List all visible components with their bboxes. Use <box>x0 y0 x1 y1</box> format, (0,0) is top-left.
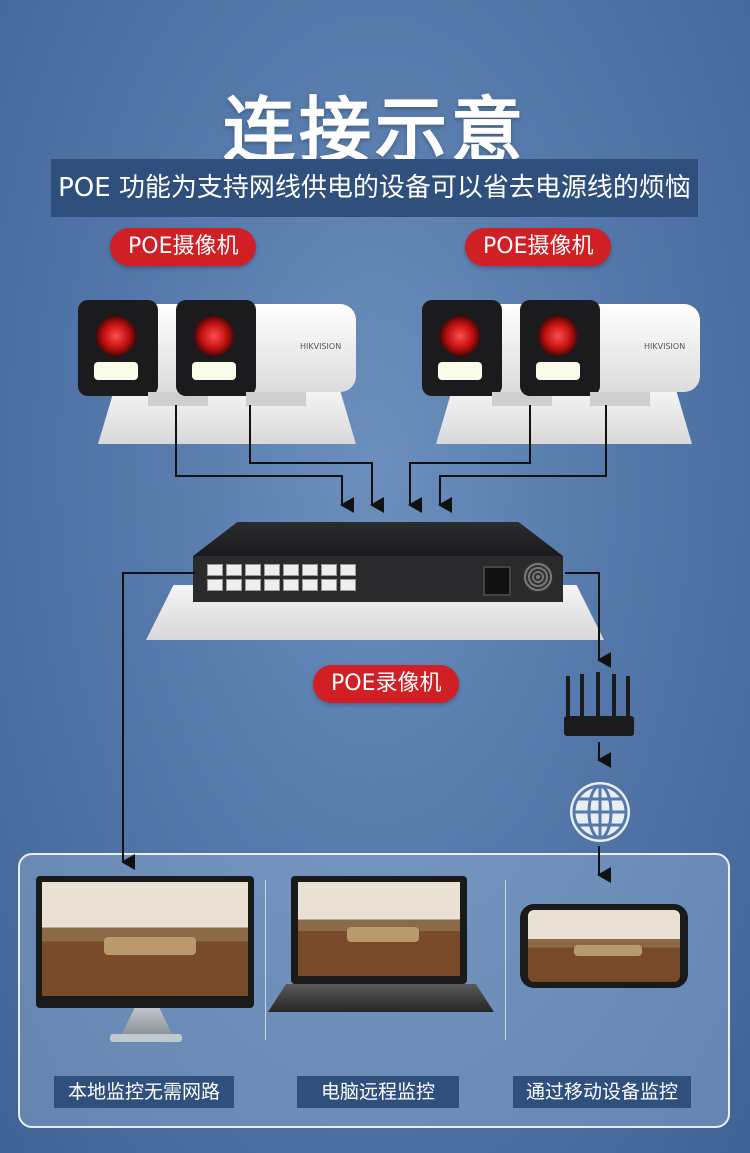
camera-label-left: POE摄像机 <box>110 228 257 266</box>
wire-to-monitor <box>121 572 195 870</box>
bullet-camera-4: HIKVISION <box>520 300 700 410</box>
power-socket-icon <box>483 566 511 596</box>
monitor-icon <box>36 876 254 1008</box>
globe-icon <box>570 782 630 842</box>
output-label-local: 本地监控无需网路 <box>54 1076 234 1108</box>
bullet-camera-2: HIKVISION <box>176 300 356 410</box>
room-image <box>528 910 680 982</box>
wire-camera-4 <box>438 405 607 513</box>
camera-brand-logo: HIKVISION <box>300 342 342 351</box>
wire-to-router <box>565 572 611 668</box>
wire-camera-2 <box>249 405 384 513</box>
panel-divider <box>505 880 506 1040</box>
room-image <box>42 882 248 996</box>
subtitle-banner: POE 功能为支持网线供电的设备可以省去电源线的烦恼 <box>51 159 698 217</box>
fan-icon <box>523 562 553 592</box>
camera-platform-left <box>98 392 356 444</box>
output-label-mobile: 通过移动设备监控 <box>513 1076 691 1108</box>
camera-label-right: POE摄像机 <box>465 228 612 266</box>
laptop-keyboard <box>268 984 494 1012</box>
wire-camera-3 <box>408 405 531 513</box>
phone-icon <box>520 904 688 988</box>
poe-nvr-recorder <box>193 522 563 602</box>
recorder-label: POE录像机 <box>313 665 460 703</box>
camera-brand-logo: HIKVISION <box>644 342 686 351</box>
router-icon <box>564 672 634 736</box>
wire-camera-1 <box>175 405 354 513</box>
room-image <box>298 882 460 976</box>
panel-divider <box>265 880 266 1040</box>
monitor-base <box>110 1034 182 1042</box>
laptop-icon <box>291 876 467 984</box>
output-label-pc: 电脑远程监控 <box>297 1076 459 1108</box>
ethernet-ports <box>207 564 356 591</box>
